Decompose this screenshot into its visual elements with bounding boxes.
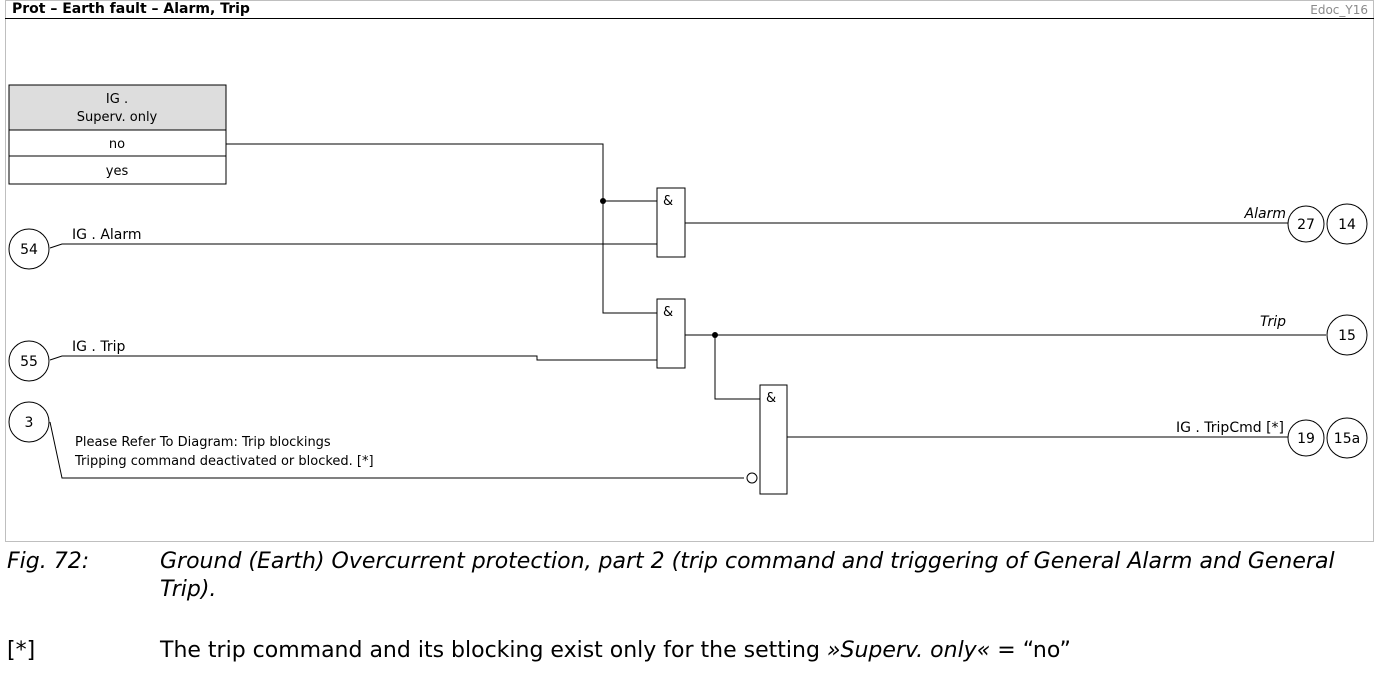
junction-dot (712, 332, 718, 338)
output-ref-14: 14 (1326, 203, 1368, 245)
input-55-number: 55 (20, 354, 38, 370)
figure-label: Fig. 72: (7, 549, 90, 574)
gate-symbol: & (766, 391, 776, 406)
note-text: The trip command and its blocking exist … (160, 637, 1071, 665)
output-ref-19-number: 19 (1297, 431, 1315, 447)
note-text-before: The trip command and its blocking exist … (160, 638, 827, 663)
input-54-label: IG . Alarm (72, 227, 142, 243)
output-ref-15a: 15a (1326, 417, 1368, 459)
and-gate-alarm: & (656, 187, 686, 258)
output-trip-label: Trip (1260, 314, 1286, 330)
output-tripcmd-label: IG . TripCmd [*] (1176, 420, 1284, 436)
output-ref-15: 15 (1326, 314, 1368, 356)
setting-table: IG . Superv. only no yes (8, 84, 227, 185)
setting-header-line2: Superv. only (77, 110, 158, 125)
output-ref-15a-number: 15a (1334, 431, 1360, 447)
note-text-after: = “no” (990, 638, 1071, 663)
input-54: 54 (8, 228, 50, 270)
logic-diagram: IG . Superv. only no yes 54 IG . Alarm 5… (8, 84, 1368, 495)
output-alarm-label: Alarm (1244, 206, 1286, 222)
input-55: 55 (8, 340, 50, 382)
input-3-label-line2: Tripping command deactivated or blocked.… (74, 454, 374, 469)
title-bar: Prot – Earth fault – Alarm, Trip Edoc_Y1… (5, 0, 1374, 19)
diagram-frame (5, 0, 1374, 542)
and-gate-trip: & (656, 298, 686, 369)
diagram-title: Prot – Earth fault – Alarm, Trip (12, 1, 250, 17)
input-54-number: 54 (20, 242, 38, 258)
output-ref-27-number: 27 (1297, 217, 1315, 233)
inversion-bubble (746, 472, 758, 484)
output-ref-15-number: 15 (1338, 328, 1356, 344)
input-3: 3 (8, 401, 50, 443)
gate-symbol: & (663, 305, 673, 320)
input-3-label-line1: Please Refer To Diagram: Trip blockings (75, 435, 331, 450)
note-text-italic: »Superv. only« (826, 638, 991, 663)
figure-caption: Ground (Earth) Overcurrent protection, p… (160, 549, 1335, 602)
output-ref-19: 19 (1287, 419, 1325, 457)
setting-option-yes: yes (106, 164, 129, 179)
and-gate-tripcmd: & (759, 384, 788, 495)
output-ref-14-number: 14 (1338, 217, 1356, 233)
setting-header-line1: IG . (106, 92, 128, 107)
setting-option-no: no (109, 137, 125, 152)
wires (49, 143, 1326, 479)
junction-dot (600, 198, 606, 204)
input-3-number: 3 (25, 415, 34, 431)
doc-id: Edoc_Y16 (1310, 3, 1368, 17)
note-label: [*] (7, 638, 36, 663)
input-55-label: IG . Trip (72, 339, 125, 355)
gate-symbol: & (663, 194, 673, 209)
output-ref-27: 27 (1287, 205, 1325, 243)
